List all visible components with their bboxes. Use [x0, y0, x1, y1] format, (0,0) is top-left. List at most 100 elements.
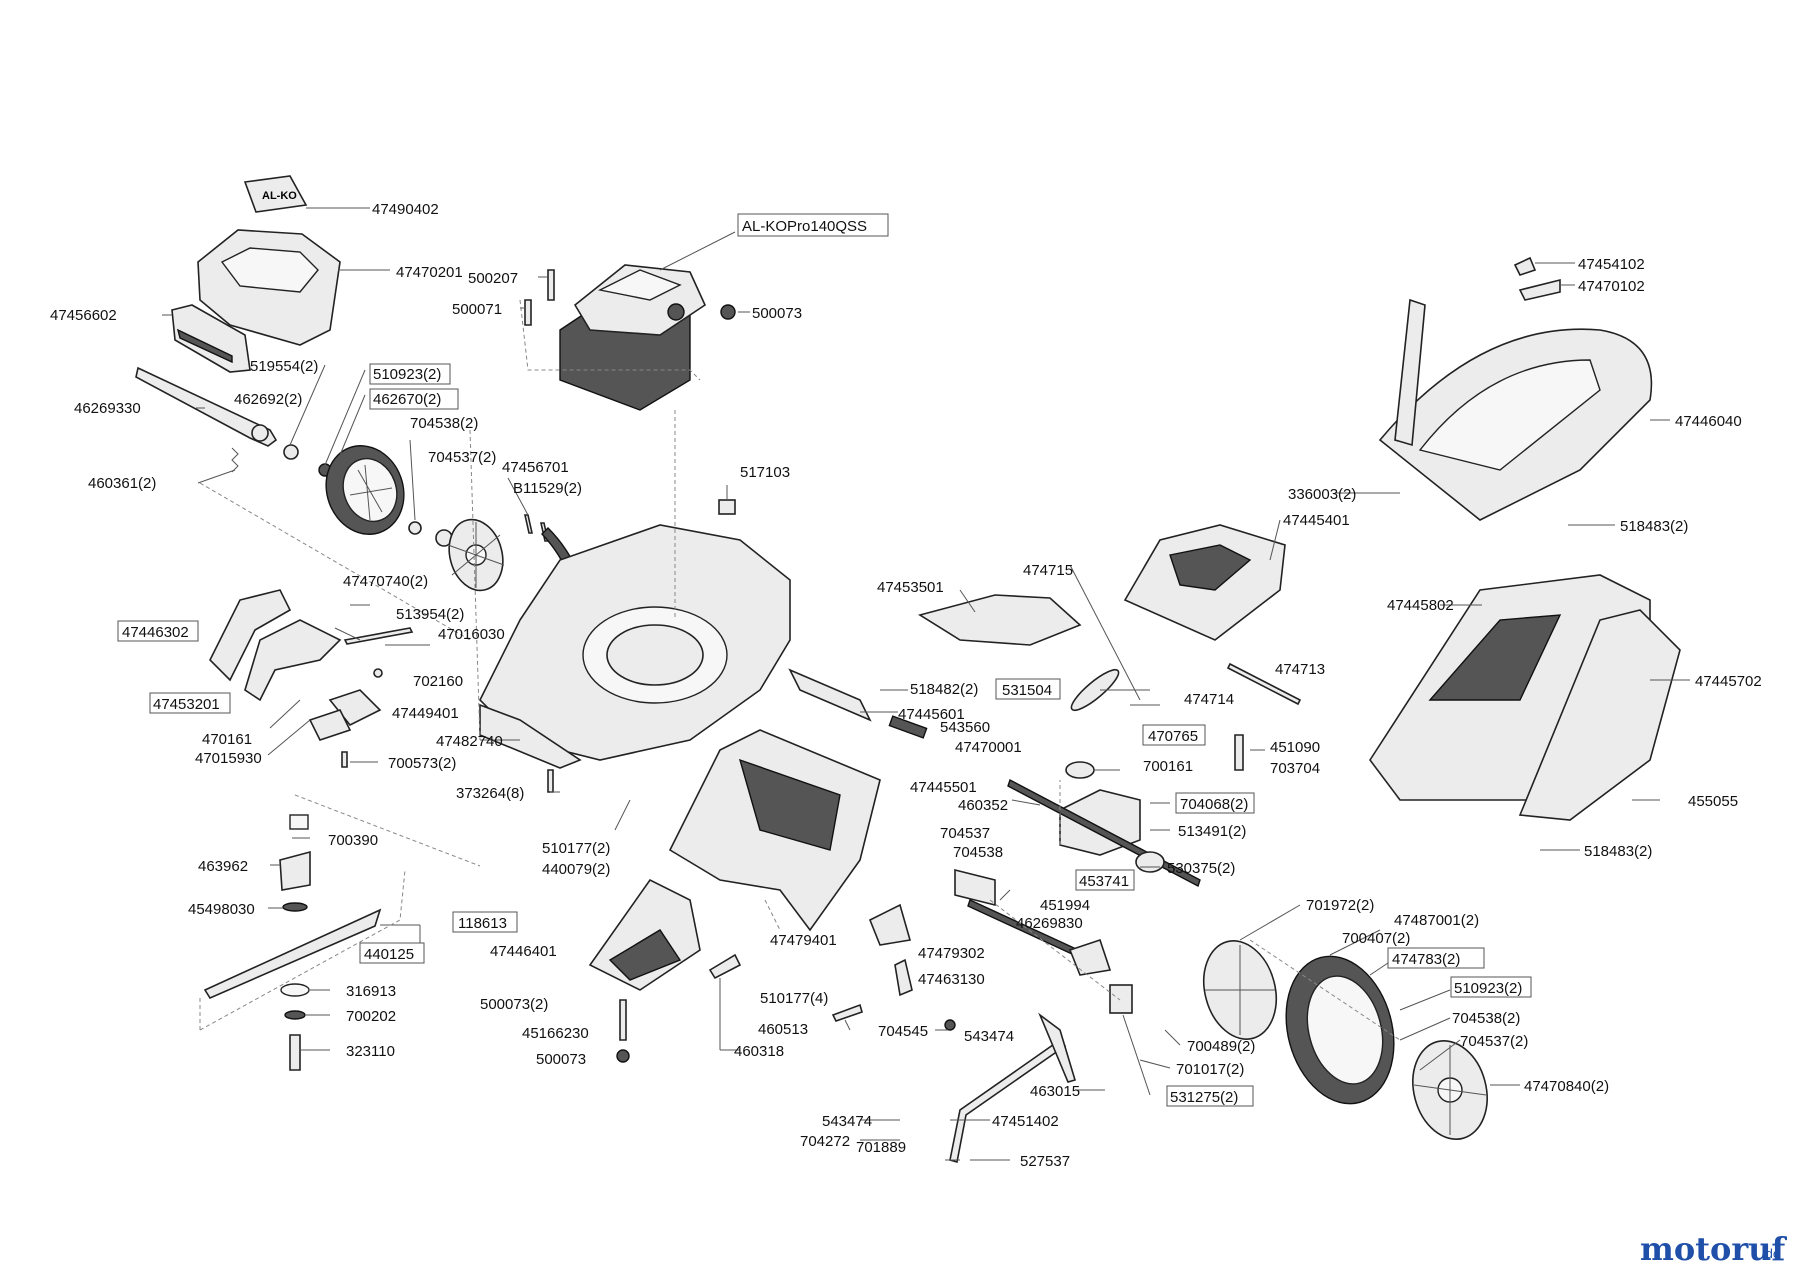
label-463015: 463015: [1030, 1083, 1080, 1100]
label-462692: 462692(2): [234, 391, 302, 408]
label-118613: 118613: [458, 915, 507, 932]
bushing-part: [718, 499, 736, 515]
label-47446040: 47446040: [1675, 413, 1742, 430]
label-460361: 460361(2): [88, 475, 156, 492]
label-704538-b: 704538: [953, 844, 1003, 861]
label-47490402: 47490402: [372, 201, 439, 218]
label-500073: 500073: [752, 305, 802, 322]
lever-47449401: [308, 689, 382, 741]
part-labels: 47490402 47470201 47456602 519554(2) 510…: [50, 201, 1762, 1170]
label-47456701: 47456701: [502, 459, 569, 476]
construction-lines: [199, 299, 1401, 1041]
top-cover-part: [197, 229, 341, 346]
label-700489: 700489(2): [1187, 1038, 1255, 1055]
label-474783: 474783(2): [1392, 951, 1460, 968]
label-47015930: 47015930: [195, 750, 262, 767]
label-701972: 701972(2): [1306, 897, 1374, 914]
label-45166230: 45166230: [522, 1025, 589, 1042]
label-47453501: 47453501: [877, 579, 944, 596]
chute-47453501: [918, 594, 1082, 646]
nut-500073: [720, 304, 736, 320]
label-518483-a: 518483(2): [1620, 518, 1688, 535]
label-453741: 453741: [1079, 873, 1129, 890]
pulley-470765: [1065, 761, 1095, 779]
label-47487001: 47487001(2): [1394, 912, 1479, 929]
label-462670: 462670(2): [373, 391, 441, 408]
label-531504: 531504: [1002, 682, 1052, 699]
pin-460513: [831, 1003, 863, 1022]
label-700161: 700161: [1143, 758, 1193, 775]
label-47479302: 47479302: [918, 945, 985, 962]
front-axle-part: [135, 366, 278, 447]
rear-hubcap-part: [1412, 1040, 1488, 1140]
leader-lines: [162, 207, 1690, 1161]
screw-700573: [341, 751, 348, 768]
screw-500207: [547, 269, 555, 301]
brand-name: motoruf: [1640, 1230, 1787, 1268]
label-518483-b: 518483(2): [1584, 843, 1652, 860]
label-510923-a: 510923(2): [373, 366, 441, 383]
label-373264: 373264(8): [456, 785, 524, 802]
label-47454102: 47454102: [1578, 256, 1645, 273]
label-704545: 704545: [878, 1023, 928, 1040]
belt-531504: [1070, 668, 1120, 712]
rear-axle-part: [954, 868, 1112, 976]
label-460352: 460352: [958, 797, 1008, 814]
label-513954: 513954(2): [396, 606, 464, 623]
label-47482740: 47482740: [436, 733, 503, 750]
label-47470001: 47470001: [955, 739, 1022, 756]
nut-500073c: [616, 1049, 630, 1063]
engine-part: [559, 264, 707, 411]
label-47016030: 47016030: [438, 626, 505, 643]
label-700573: 700573(2): [388, 755, 456, 772]
label-451090: 451090: [1270, 739, 1320, 756]
label-704068: 704068(2): [1180, 796, 1248, 813]
brand-watermark: motoruf .de: [1640, 1230, 1787, 1268]
screw-373264: [547, 769, 554, 793]
label-700390: 700390: [328, 832, 378, 849]
label-527537: 527537: [1020, 1153, 1070, 1170]
rear-wheel-cover-part: [1203, 940, 1277, 1040]
label-46269830: 46269830: [1016, 915, 1083, 932]
spring-47463130: [894, 958, 913, 997]
handle-part: [1378, 278, 1653, 521]
lever-47479302: [868, 903, 912, 946]
spring-part: [231, 447, 239, 473]
label-543474-a: 543474: [964, 1028, 1014, 1045]
rear-top-cover-part: [1123, 524, 1286, 641]
label-704538-a: 704538(2): [410, 415, 478, 432]
mulch-plug-part: [588, 878, 701, 991]
label-531275: 531275(2): [1170, 1089, 1238, 1106]
label-460318: 460318: [734, 1043, 784, 1060]
clip-702160: [373, 668, 383, 678]
label-47470102: 47470102: [1578, 278, 1645, 295]
label-543560: 543560: [940, 719, 990, 736]
label-500071: 500071: [452, 301, 502, 318]
label-700407: 700407(2): [1342, 930, 1410, 947]
label-47445501: 47445501: [910, 779, 977, 796]
label-500073-b: 500073(2): [480, 996, 548, 1013]
label-440125: 440125: [364, 946, 414, 963]
badge-part: AL-KO: [243, 175, 308, 213]
label-500073-c: 500073: [536, 1051, 586, 1068]
label-463962: 463962: [198, 858, 248, 875]
label-470765: 470765: [1148, 728, 1198, 745]
label-47470201: 47470201: [396, 264, 463, 281]
label-474713: 474713: [1275, 661, 1325, 678]
label-47470840: 47470840(2): [1524, 1078, 1609, 1095]
rod-474713: [1226, 662, 1302, 706]
label-455055: 455055: [1688, 793, 1738, 810]
gear-531275: [1109, 984, 1133, 1014]
label-510923-b: 510923(2): [1454, 980, 1522, 997]
label-543474-b: 543474: [822, 1113, 872, 1130]
label-704272: 704272: [800, 1133, 850, 1150]
label-45498030: 45498030: [188, 901, 255, 918]
bracket-460318: [708, 953, 742, 980]
front-hubcap-part: [447, 518, 505, 592]
label-703704: 703704: [1270, 760, 1320, 777]
label-702160: 702160: [413, 673, 463, 690]
front-cover-part: [171, 304, 251, 373]
label-47470740: 47470740(2): [343, 573, 428, 590]
label-47446401: 47446401: [490, 943, 557, 960]
